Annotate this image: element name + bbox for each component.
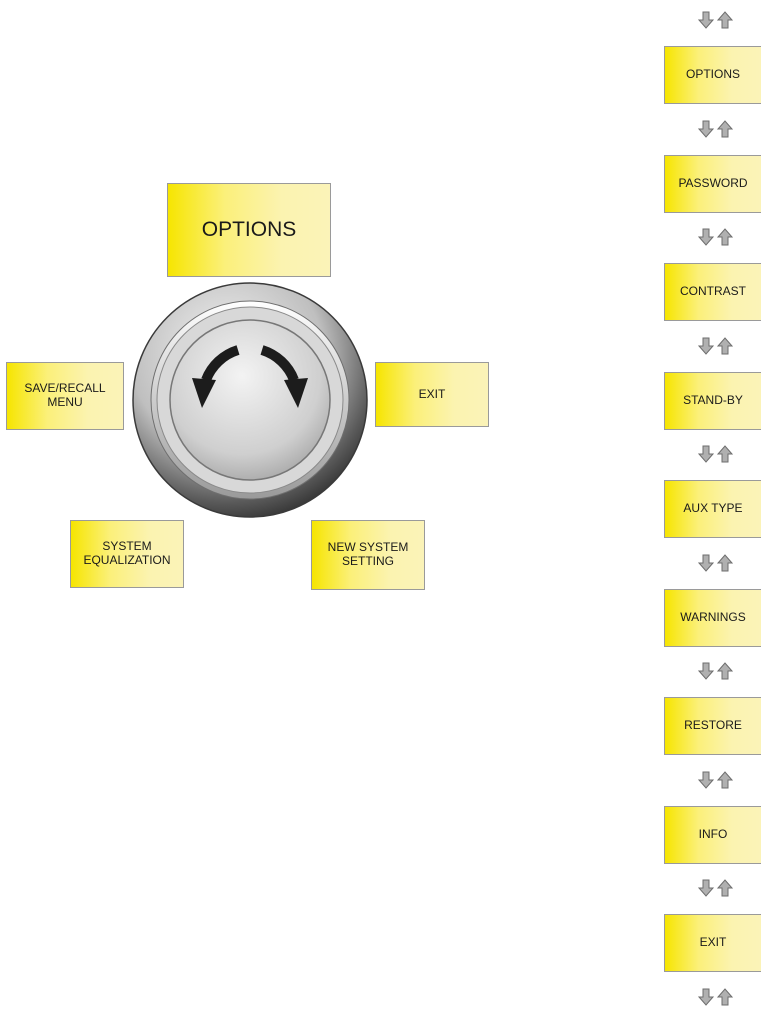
menu-item-label: RESTORE: [684, 719, 742, 733]
arrow-up-icon[interactable]: [718, 338, 732, 354]
arrow-up-icon[interactable]: [718, 446, 732, 462]
arrow-up-icon[interactable]: [718, 772, 732, 788]
arrow-down-icon[interactable]: [699, 446, 713, 462]
arrow-up-icon[interactable]: [718, 880, 732, 896]
arrow-up-icon[interactable]: [718, 12, 732, 28]
menu-item-label: OPTIONS: [686, 68, 740, 82]
menu-nav-arrows[interactable]: [694, 878, 734, 898]
menu-nav-arrows[interactable]: [694, 444, 734, 464]
menu-item-label: CONTRAST: [680, 285, 746, 299]
arrow-up-icon[interactable]: [718, 121, 732, 137]
menu-nav-arrows[interactable]: [694, 227, 734, 247]
arrow-down-icon[interactable]: [699, 772, 713, 788]
arrow-up-icon[interactable]: [718, 555, 732, 571]
menu-item-box[interactable]: STAND-BY: [664, 372, 761, 430]
menu-item-label: PASSWORD: [678, 177, 747, 191]
menu-nav-arrows[interactable]: [694, 987, 734, 1007]
arrow-up-icon[interactable]: [718, 229, 732, 245]
save-recall-menu-label: SAVE/RECALL MENU: [24, 382, 105, 410]
menu-nav-arrows[interactable]: [694, 10, 734, 30]
system-equalization-box[interactable]: SYSTEM EQUALIZATION: [70, 520, 184, 588]
menu-item-box[interactable]: CONTRAST: [664, 263, 761, 321]
options-title-box[interactable]: OPTIONS: [167, 183, 331, 277]
arrow-down-icon[interactable]: [699, 229, 713, 245]
menu-item-box[interactable]: AUX TYPE: [664, 480, 761, 538]
exit-label: EXIT: [419, 388, 446, 402]
arrow-down-icon[interactable]: [699, 880, 713, 896]
arrow-down-icon[interactable]: [699, 338, 713, 354]
menu-item-label: STAND-BY: [683, 394, 743, 408]
arrow-down-icon[interactable]: [699, 663, 713, 679]
exit-box[interactable]: EXIT: [375, 362, 489, 427]
arrow-up-icon[interactable]: [718, 989, 732, 1005]
arrow-down-icon[interactable]: [699, 989, 713, 1005]
system-equalization-label: SYSTEM EQUALIZATION: [83, 540, 170, 568]
menu-item-box[interactable]: RESTORE: [664, 697, 761, 755]
save-recall-menu-box[interactable]: SAVE/RECALL MENU: [6, 362, 124, 430]
rotary-knob[interactable]: [130, 280, 370, 520]
menu-nav-arrows[interactable]: [694, 119, 734, 139]
arrow-down-icon[interactable]: [699, 555, 713, 571]
new-system-setting-box[interactable]: NEW SYSTEM SETTING: [311, 520, 425, 590]
menu-item-box[interactable]: INFO: [664, 806, 761, 864]
menu-item-label: EXIT: [700, 936, 727, 950]
menu-nav-arrows[interactable]: [694, 553, 734, 573]
arrow-down-icon[interactable]: [699, 12, 713, 28]
menu-item-label: AUX TYPE: [683, 502, 742, 516]
menu-nav-arrows[interactable]: [694, 661, 734, 681]
arrow-down-icon[interactable]: [699, 121, 713, 137]
menu-nav-arrows[interactable]: [694, 770, 734, 790]
menu-item-label: WARNINGS: [680, 611, 746, 625]
menu-item-box[interactable]: WARNINGS: [664, 589, 761, 647]
menu-item-label: INFO: [699, 828, 728, 842]
menu-nav-arrows[interactable]: [694, 336, 734, 356]
new-system-setting-label: NEW SYSTEM SETTING: [328, 541, 409, 569]
menu-item-box[interactable]: PASSWORD: [664, 155, 761, 213]
arrow-up-icon[interactable]: [718, 663, 732, 679]
options-title-label: OPTIONS: [202, 218, 297, 242]
menu-item-box[interactable]: EXIT: [664, 914, 761, 972]
menu-item-box[interactable]: OPTIONS: [664, 46, 761, 104]
